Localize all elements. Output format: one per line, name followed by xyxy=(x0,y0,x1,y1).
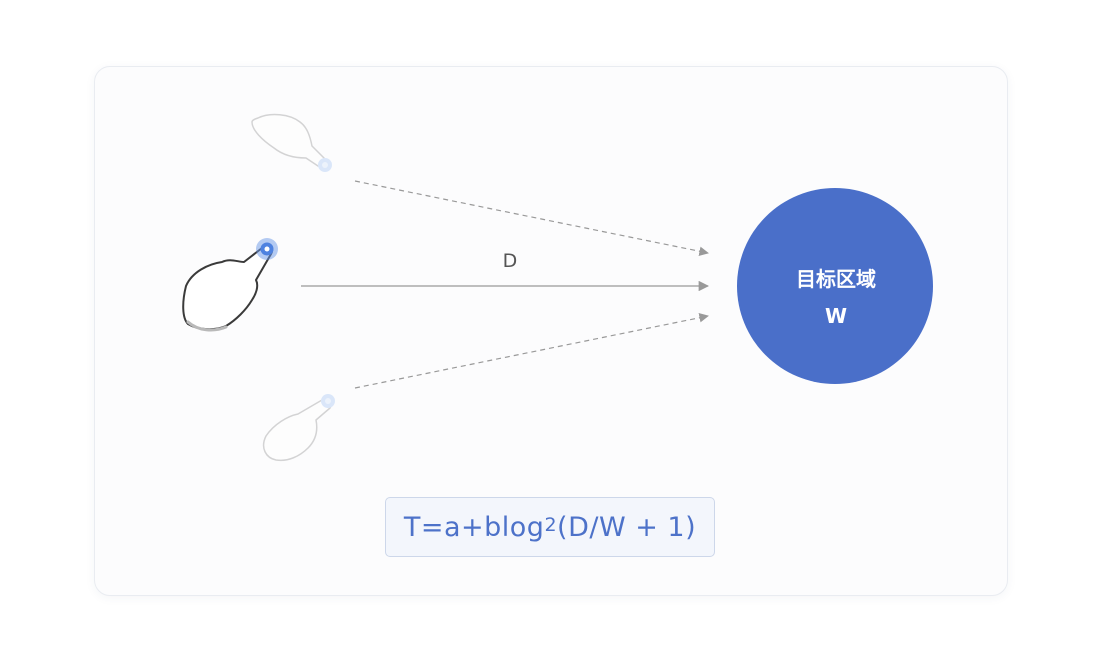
dashed-arrow-top xyxy=(355,181,708,253)
formula-suffix: (D/W + 1) xyxy=(557,512,696,543)
distance-label: D xyxy=(503,250,518,272)
target-label: 目标区域 xyxy=(796,267,876,291)
hand-pointer-icon xyxy=(183,238,278,330)
target-width-label: W xyxy=(825,304,847,328)
formula-prefix: T=a+blog xyxy=(404,512,545,543)
dashed-arrow-bottom xyxy=(355,316,708,388)
hand-icon xyxy=(264,394,335,460)
hand-icon xyxy=(252,115,332,172)
